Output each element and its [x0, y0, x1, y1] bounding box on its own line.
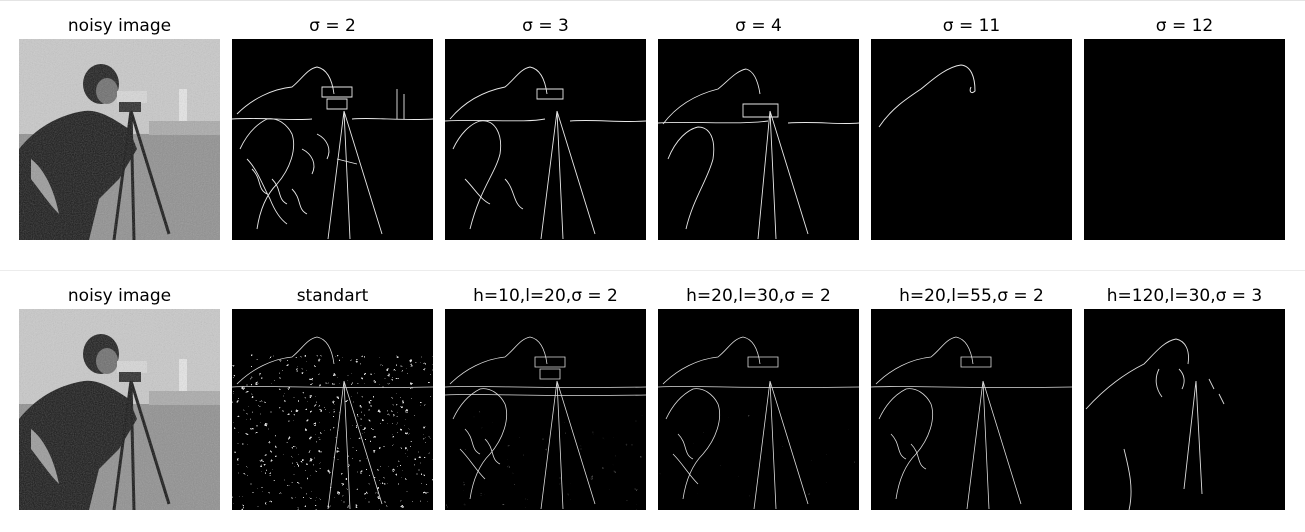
edge-lines: [445, 66, 646, 240]
panel-h20-l55-s2: h=20,l=55,σ = 2: [871, 283, 1072, 510]
panel-noisy-image-row2: noisy image: [19, 283, 220, 510]
panel-title: σ = 4: [735, 16, 782, 36]
panel-sigma-2: σ = 2: [232, 13, 433, 240]
panel-standart: standart: [232, 283, 433, 510]
panel-h120-l30-s3: h=120,l=30,σ = 3: [1084, 283, 1285, 510]
noisy-image: [19, 309, 220, 510]
panel-title: h=20,l=30,σ = 2: [686, 286, 831, 306]
panel-title: h=10,l=20,σ = 2: [473, 286, 618, 306]
panel-title: h=120,l=30,σ = 3: [1106, 286, 1263, 306]
edge-map: [1084, 309, 1285, 510]
panel-title: h=20,l=55,σ = 2: [899, 286, 1044, 306]
edge-map: [871, 309, 1072, 510]
panel-noisy-image-row1: noisy image: [19, 13, 220, 240]
panel-title: σ = 11: [942, 16, 1001, 36]
edge-lines: [1085, 338, 1225, 510]
edge-map-dense: [232, 309, 433, 510]
panel-h20-l30-s2: h=20,l=30,σ = 2: [658, 283, 859, 510]
panel-title: σ = 2: [309, 16, 356, 36]
edge-lines: [232, 309, 433, 510]
panel-sigma-4: σ = 4: [658, 13, 859, 240]
cameraman-photo: [19, 309, 220, 510]
edge-lines: [658, 68, 859, 240]
panel-title: σ = 12: [1155, 16, 1214, 36]
edge-map: [871, 39, 1072, 240]
edge-lines: [445, 309, 646, 510]
edge-map: [445, 309, 646, 510]
panel-sigma-12: σ = 12: [1084, 13, 1285, 240]
edge-lines: [658, 309, 859, 510]
panel-sigma-3: σ = 3: [445, 13, 646, 240]
panel-title: σ = 3: [522, 16, 569, 36]
cameraman-photo: [19, 39, 220, 240]
edge-lines: [871, 336, 1072, 510]
edge-lines: [878, 64, 976, 128]
panel-title: noisy image: [67, 16, 172, 36]
top-border: [0, 0, 1305, 1]
edge-map: [232, 39, 433, 240]
panel-title: standart: [296, 286, 369, 306]
edge-map-empty: [1084, 39, 1285, 240]
edge-lines: [232, 66, 433, 240]
panel-sigma-11: σ = 11: [871, 13, 1072, 240]
noisy-image: [19, 39, 220, 240]
panel-h10-l20-s2: h=10,l=20,σ = 2: [445, 283, 646, 510]
panel-title: noisy image: [67, 286, 172, 306]
edge-map: [658, 309, 859, 510]
edge-map: [445, 39, 646, 240]
row-separator: [0, 270, 1305, 271]
edge-map: [658, 39, 859, 240]
